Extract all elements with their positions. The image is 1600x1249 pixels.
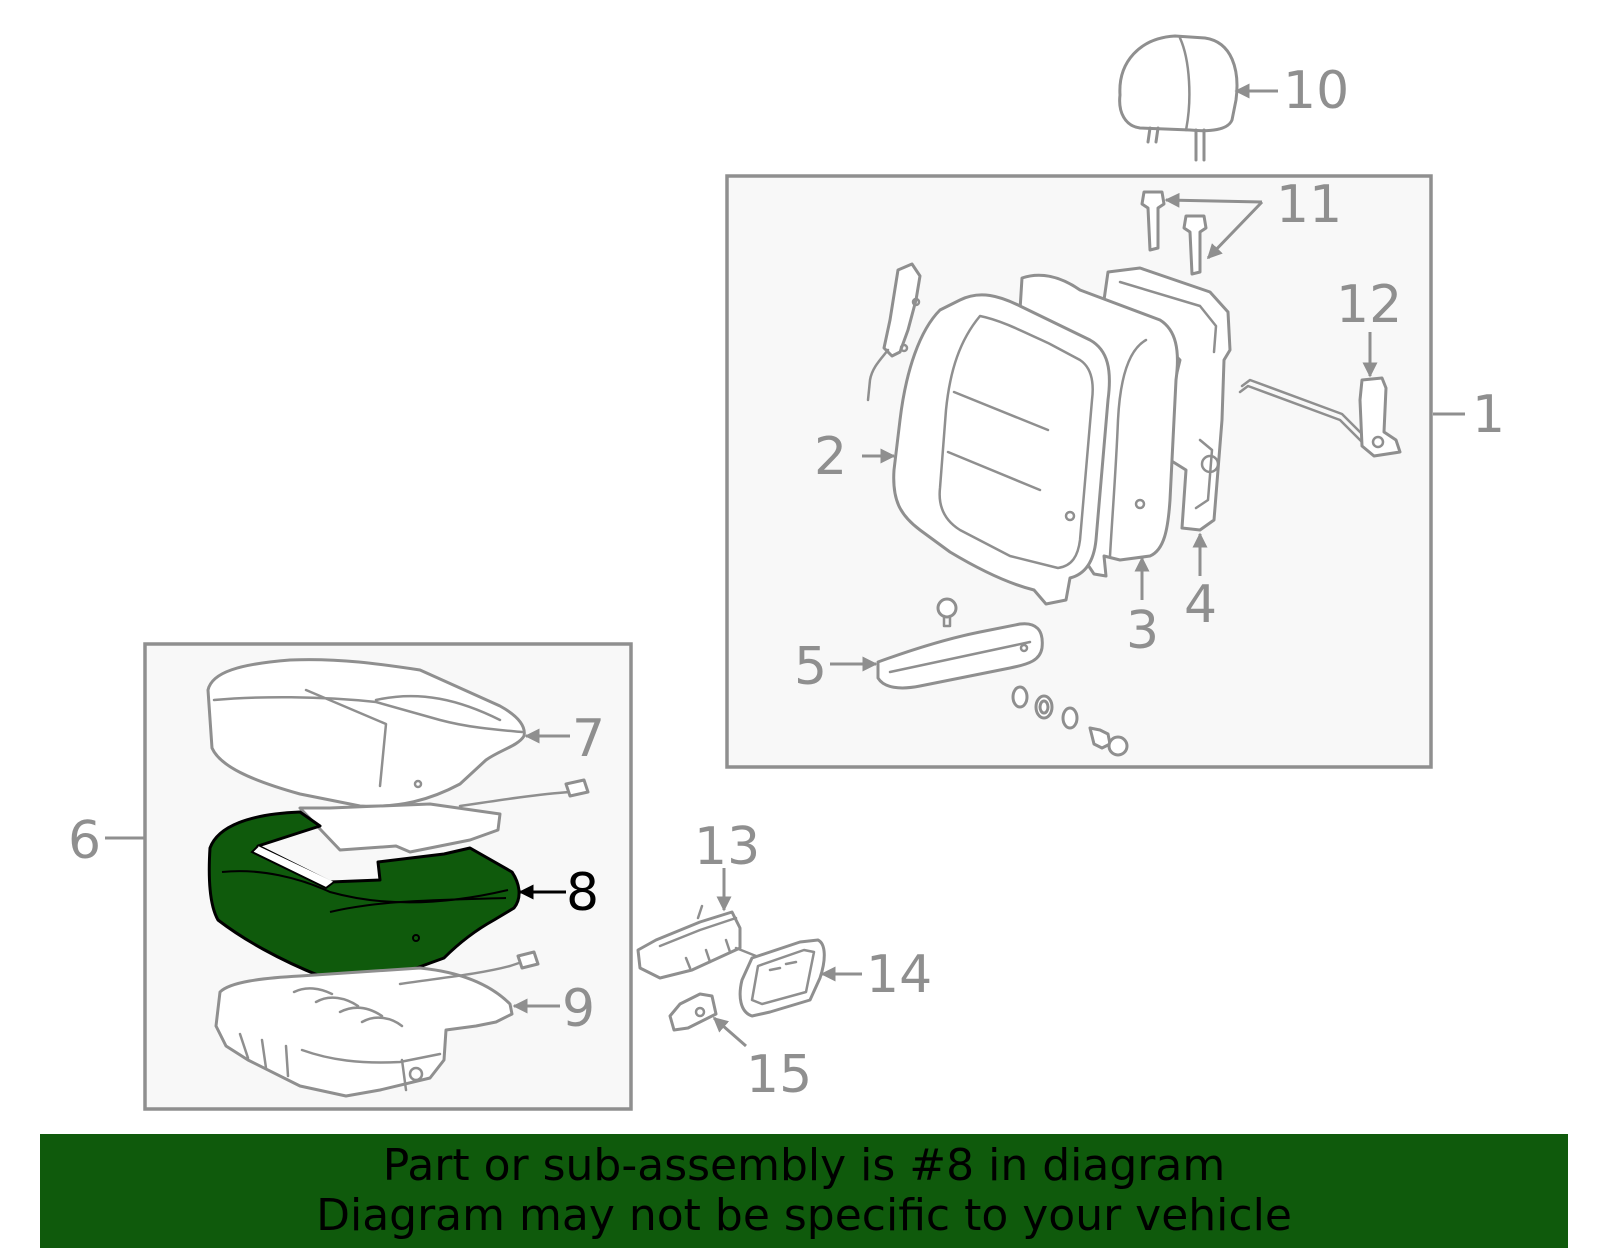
fasteners [936,597,1129,757]
cushion-pad-plate [298,802,502,854]
part-10-headrest[interactable] [1118,34,1239,162]
callout-12: 12 [1336,275,1402,335]
callout-15: 15 [746,1045,812,1105]
info-banner: Part or sub-assembly is #8 in diagram Di… [40,1134,1568,1248]
part-14-switch-bezel[interactable] [738,938,826,1018]
part-5-side-trim[interactable] [876,622,1044,690]
callout-labels: 10 11 12 1 2 3 4 5 7 6 8 9 13 14 15 [68,61,1505,1105]
banner-line-1: Part or sub-assembly is #8 in diagram [382,1140,1226,1191]
callout-5: 5 [794,637,827,697]
callout-11: 11 [1276,175,1342,235]
part-2-seat-back-cover[interactable] [892,293,1111,606]
callout-8: 8 [566,863,599,923]
part-8-seat-cushion-pad[interactable] [207,810,521,984]
callout-1: 1 [1472,385,1505,445]
callout-9: 9 [562,979,595,1039]
seat-belt-buckle[interactable] [866,262,922,402]
banner-line-2: Diagram may not be specific to your vehi… [316,1190,1292,1241]
callout-13: 13 [694,817,760,877]
callout-10: 10 [1283,61,1349,121]
leader-lines [105,83,1465,1048]
callout-2: 2 [814,427,847,487]
callout-7: 7 [572,709,605,769]
part-11-headrest-guides[interactable] [1140,190,1208,276]
part-9-seat-cushion-frame[interactable] [214,950,540,1098]
callout-6: 6 [68,811,101,871]
callout-3: 3 [1126,601,1159,661]
part-15-lumbar-switch[interactable] [668,992,718,1032]
part-13-power-seat-switch[interactable] [636,904,762,980]
part-7-seat-cushion-cover[interactable] [206,658,590,808]
part-12-recliner-motor[interactable] [1238,376,1402,458]
callout-4: 4 [1184,575,1217,635]
callout-14: 14 [866,945,932,1005]
